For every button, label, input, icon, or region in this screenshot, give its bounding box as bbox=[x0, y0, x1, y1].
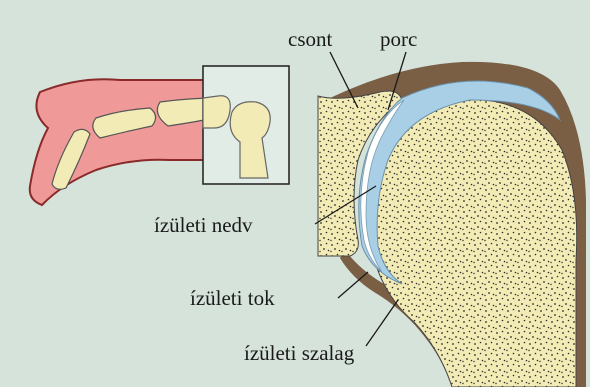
label-joint-capsule: ízületi tok bbox=[190, 286, 275, 310]
label-bone: csont bbox=[288, 27, 332, 51]
label-ligament: ízületi szalag bbox=[244, 341, 355, 365]
inset-frame bbox=[203, 66, 289, 184]
label-synovial-fluid: ízületi nedv bbox=[154, 213, 253, 237]
label-cartilage: porc bbox=[380, 27, 417, 51]
